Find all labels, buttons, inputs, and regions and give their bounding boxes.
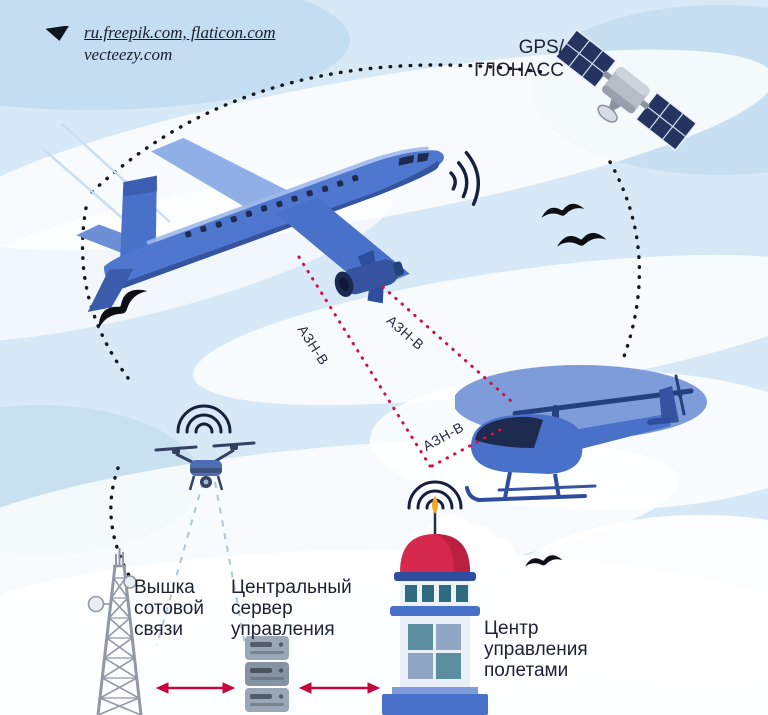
helicopter-icon bbox=[455, 365, 707, 502]
central-server-label: Центральный сервер управления bbox=[231, 577, 352, 640]
double-arrow-icon bbox=[155, 682, 236, 694]
curve-plane-to-drone bbox=[80, 206, 130, 380]
attribution-line2: vecteezy.com bbox=[84, 45, 173, 64]
attribution: ru.freepik.com, flaticon.com vecteezy.co… bbox=[84, 22, 276, 66]
fuselage bbox=[103, 150, 444, 289]
antenna-dish bbox=[123, 575, 137, 589]
server-icon bbox=[245, 636, 289, 712]
gps-label-line1: GPS/ bbox=[518, 37, 564, 58]
satellite-icon bbox=[554, 28, 698, 152]
gps-label-line2: ГЛОНАСС bbox=[474, 60, 564, 81]
drone-scan-beams bbox=[156, 481, 247, 651]
landing-skid bbox=[477, 494, 587, 502]
bird-icon bbox=[524, 555, 563, 567]
satellite-body bbox=[602, 67, 650, 113]
bird-icon bbox=[98, 289, 148, 330]
far-wing bbox=[150, 137, 300, 215]
bird-icon bbox=[556, 232, 607, 247]
antenna-dish bbox=[87, 595, 105, 613]
server-unit bbox=[245, 688, 289, 712]
gps-glonass-label: GPS/ ГЛОНАСС bbox=[468, 36, 564, 82]
server-unit bbox=[245, 636, 289, 660]
cabin-windows bbox=[185, 174, 359, 238]
double-arrow-icon bbox=[298, 682, 381, 694]
antenna-beacon bbox=[432, 496, 438, 514]
signal-waves-icon bbox=[176, 404, 232, 434]
tail-fin bbox=[659, 386, 679, 424]
curve-drone-to-tower bbox=[109, 466, 136, 586]
satellite-dish bbox=[597, 104, 618, 123]
server-unit bbox=[245, 662, 289, 686]
triangle-marker-icon bbox=[46, 26, 70, 41]
attribution-line1: ru.freepik.com, flaticon.com bbox=[84, 23, 276, 42]
drone-icon bbox=[154, 404, 256, 491]
cell-tower-icon bbox=[87, 548, 143, 715]
tower-base bbox=[382, 694, 488, 715]
control-tower-icon bbox=[382, 480, 488, 715]
curve-satellite-to-helicopter bbox=[608, 160, 641, 364]
adsb-link-plane-helicopter bbox=[381, 285, 514, 404]
signal-waves-icon bbox=[449, 150, 480, 206]
near-stabilizer bbox=[87, 268, 134, 313]
bird-icon bbox=[541, 203, 585, 219]
engine-pod bbox=[334, 259, 404, 298]
cell-tower-label: Вышка сотовой связи bbox=[134, 577, 204, 640]
control-center-label: Центр управления полетами bbox=[484, 618, 588, 681]
tail-boom bbox=[573, 414, 671, 450]
airplane-icon bbox=[76, 137, 444, 313]
cabin-window bbox=[475, 416, 543, 448]
cockpit-window bbox=[398, 154, 415, 166]
adsb-link-plane-tower bbox=[297, 255, 432, 468]
